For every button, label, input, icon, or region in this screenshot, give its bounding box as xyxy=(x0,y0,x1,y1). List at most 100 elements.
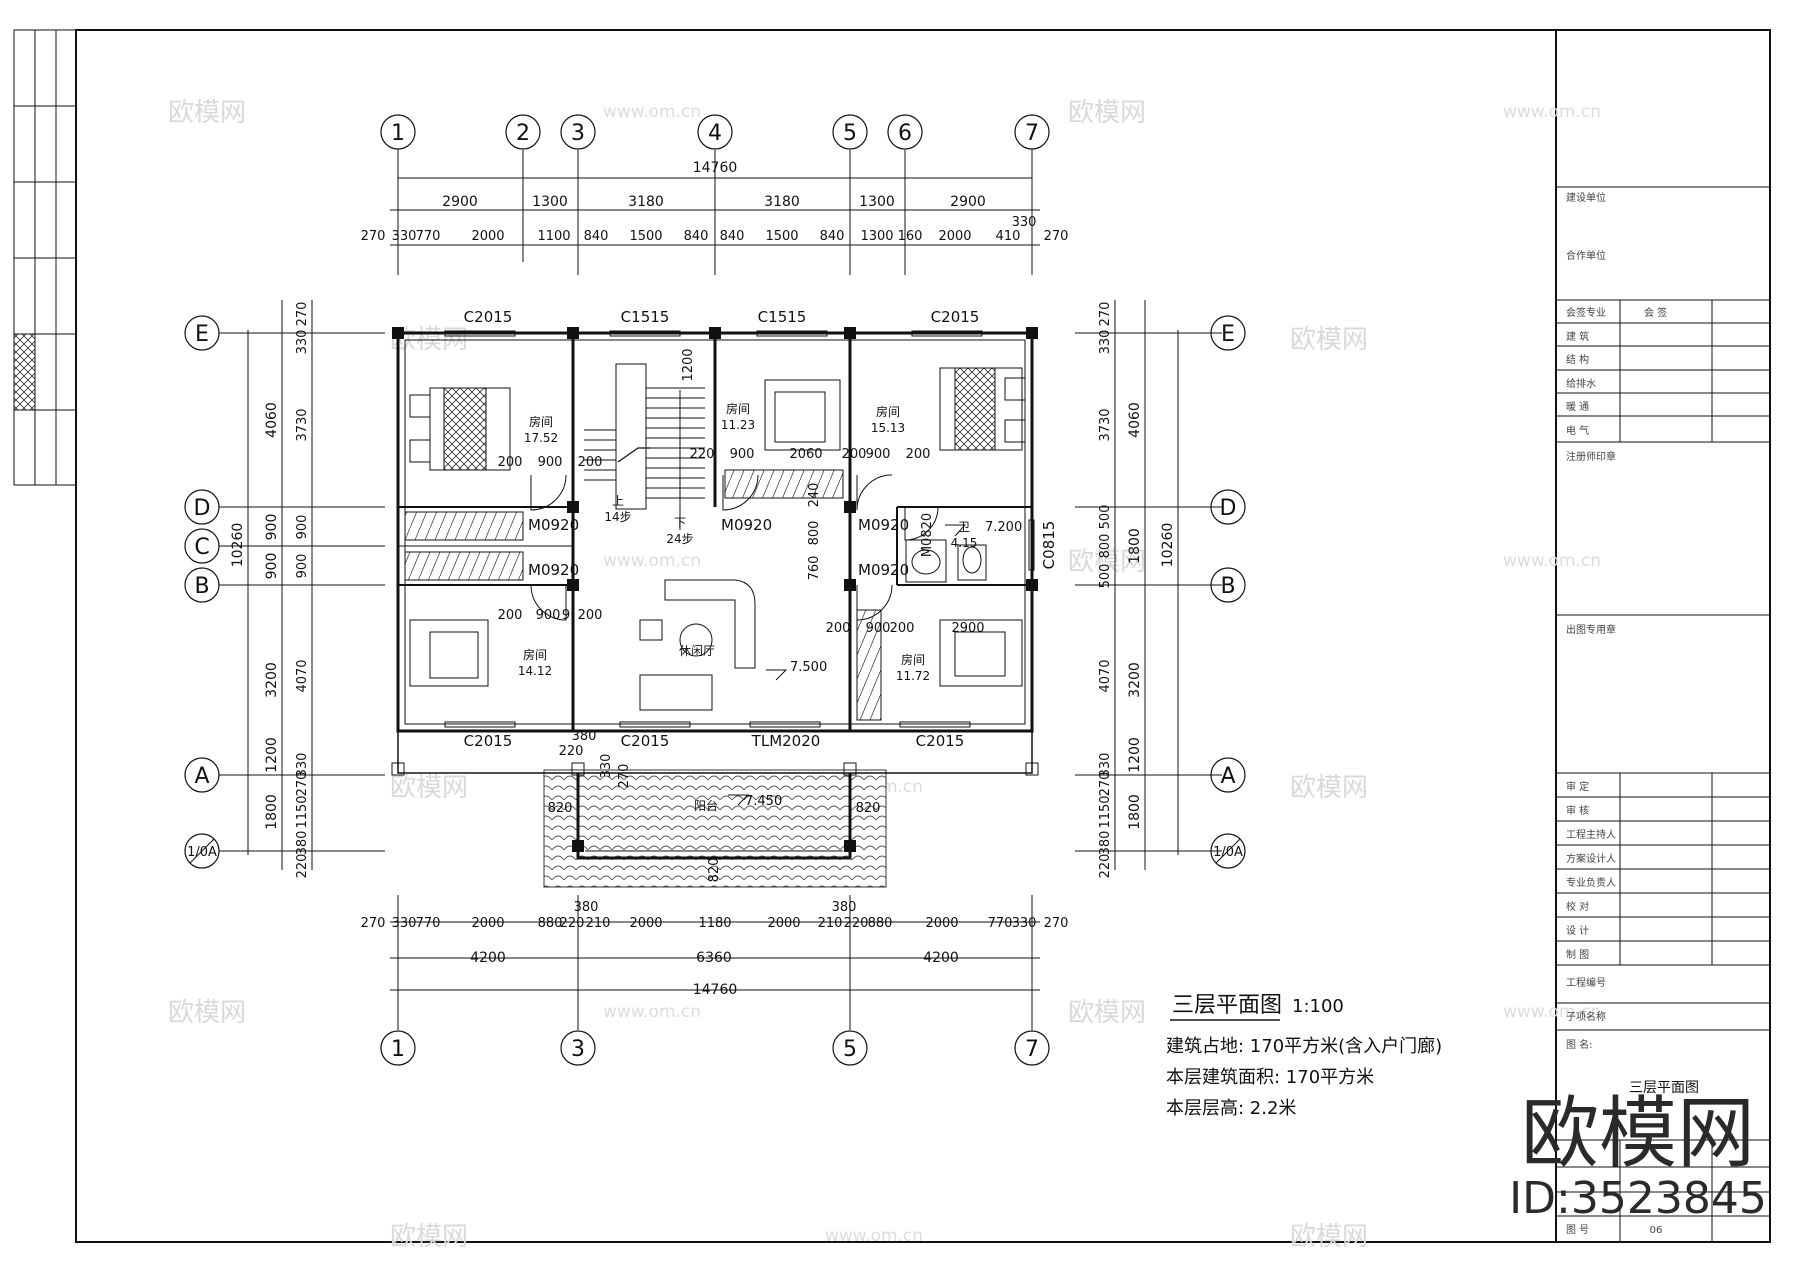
dim-bottom-row2: 270 xyxy=(361,916,386,931)
dim-left-row2: 220 xyxy=(295,854,310,879)
axis-label-bottom: 3 xyxy=(571,1037,585,1062)
watermark-url: www.om.cn xyxy=(603,551,701,571)
dim-right-row1: 4060 xyxy=(1127,402,1143,438)
dim-right-row2: 270 xyxy=(1098,772,1113,797)
title-block-label: 设 计 xyxy=(1566,924,1589,937)
interior-dim: 900 xyxy=(538,455,563,470)
dim-top-row2: 330 xyxy=(392,229,417,244)
dim-bottom-row2: 210 xyxy=(818,916,843,931)
title-block-label: 电 气 xyxy=(1566,424,1589,437)
title-block-label: 结 构 xyxy=(1566,353,1589,366)
watermark-brand: 欧模网 xyxy=(168,998,246,1028)
drawing-stat: 建筑占地: 170平方米(含入户门廊) xyxy=(1166,1036,1442,1057)
axis-leaders xyxy=(189,332,1241,864)
dim-left-row1: 1800 xyxy=(264,794,280,830)
interior-dim: 900 xyxy=(866,447,891,462)
dim-top-row1: 1300 xyxy=(532,194,568,210)
axis-label-top: 2 xyxy=(516,121,530,146)
dim-left-row2: 900 xyxy=(295,554,310,579)
title-block-label: 制 图 xyxy=(1566,948,1589,961)
elevation-label: 7.500 xyxy=(790,660,827,675)
elevation-label: 7.200 xyxy=(985,520,1022,535)
window-label: C2015 xyxy=(464,308,513,326)
dim-bottom-row2: 270 xyxy=(1044,916,1069,931)
room-name: 阳台 xyxy=(694,798,718,813)
dim-right-row1: 1800 xyxy=(1127,528,1143,564)
interior-dim: 200 xyxy=(578,455,603,470)
watermark-url: www.om.cn xyxy=(603,102,701,122)
dim-left-row2: 270 xyxy=(295,772,310,797)
watermark-url: www.om.cn xyxy=(1503,102,1601,122)
dim-bottom-row2: 770 xyxy=(988,916,1013,931)
structural-columns xyxy=(391,327,1039,852)
title-block-label: 建 筑 xyxy=(1566,330,1589,343)
watermark-brand: 欧模网 xyxy=(1068,98,1146,128)
title-block-label: 图 名: xyxy=(1566,1038,1593,1051)
dim-left-row2: 1150 xyxy=(295,795,310,828)
stair-label: 14步 xyxy=(604,510,631,524)
sheet-border xyxy=(13,29,1771,1243)
room-area: 11.72 xyxy=(896,669,930,683)
dim-bottom-row2: 330 xyxy=(392,916,417,931)
dim-bottom-row2: 2000 xyxy=(629,916,662,931)
dim-right-total: 10260 xyxy=(1160,523,1176,568)
room-area: 15.13 xyxy=(871,421,905,435)
dim-left-row1: 900 xyxy=(264,553,280,580)
watermark-brand: 欧模网 xyxy=(1068,547,1146,577)
watermark-url: www.om.cn xyxy=(603,1002,701,1022)
title-block-label: 注册师印章 xyxy=(1566,450,1616,463)
title-block-label: 审 定 xyxy=(1566,780,1589,793)
watermark-brand: 欧模网 xyxy=(1290,773,1368,803)
dim-left-row2: 3730 xyxy=(295,408,310,441)
dim-bottom-row2: 380 xyxy=(832,900,857,915)
title-block-label: 合作单位 xyxy=(1566,249,1606,262)
dim-left-row2: 4070 xyxy=(295,659,310,692)
title-block-label: 建设单位 xyxy=(1566,191,1606,204)
dim-top-row2: 1300 xyxy=(860,229,893,244)
title-block-label: 工程主持人 xyxy=(1566,828,1616,841)
dim-bottom-row2: 2000 xyxy=(925,916,958,931)
axis-label-bottom: 1 xyxy=(391,1037,405,1062)
title-block-label: 校 对 xyxy=(1566,900,1589,913)
watermark-brand: 欧模网 xyxy=(1290,325,1368,355)
interior-dim: 800 xyxy=(807,521,822,546)
dim-left-row2: 900 xyxy=(295,515,310,540)
title-block-label: 专业负责人 xyxy=(1566,876,1616,889)
room-area: 11.23 xyxy=(721,418,755,432)
dim-bottom-row2: 220 xyxy=(844,916,869,931)
watermark-brand: 欧模网 xyxy=(1290,1222,1368,1252)
dim-bottom-row2: 770 xyxy=(416,916,441,931)
title-block-label: 方案设计人 xyxy=(1566,852,1616,865)
dim-left-row2: 330 xyxy=(295,330,310,355)
axis-label-right: A xyxy=(1220,764,1235,789)
interior-dim: 200 xyxy=(842,447,867,462)
dim-top-row1: 2900 xyxy=(442,194,478,210)
drawing-stat: 本层建筑面积: 170平方米 xyxy=(1166,1067,1374,1088)
axis-label-top: 6 xyxy=(898,121,912,146)
sofa-set xyxy=(639,579,756,711)
dim-top-row2: 330 xyxy=(1012,215,1037,230)
window-label: TLM2020 xyxy=(751,732,821,750)
dim-bottom-row2: 1180 xyxy=(698,916,731,931)
dim-right-row2: 500 xyxy=(1098,505,1113,530)
interior-dim: 220 xyxy=(559,744,584,759)
dim-bottom-row2: 380 xyxy=(574,900,599,915)
title-block-label: 子项名称 xyxy=(1566,1010,1606,1023)
axis-label-bottom: 7 xyxy=(1025,1037,1039,1062)
dim-right-row1: 1200 xyxy=(1127,737,1143,773)
dim-top-row2: 270 xyxy=(361,229,386,244)
door-label: M0820 xyxy=(920,513,935,557)
dim-bottom-row2: 880 xyxy=(868,916,893,931)
axis-label-left: C xyxy=(194,535,209,560)
building-walls xyxy=(396,331,1034,860)
title-block-label: 暖 通 xyxy=(1566,400,1589,413)
dim-right-row2: 330 xyxy=(1098,330,1113,355)
watermark-brand: 欧模网 xyxy=(390,773,468,803)
dim-top-row2: 270 xyxy=(1044,229,1069,244)
dim-bottom-row1: 4200 xyxy=(923,950,959,966)
axis-label-left: A xyxy=(194,764,209,789)
watermark-url: www.om.cn xyxy=(825,1226,923,1246)
interior-dim: 200 xyxy=(906,447,931,462)
stair-label: 24步 xyxy=(666,532,693,546)
